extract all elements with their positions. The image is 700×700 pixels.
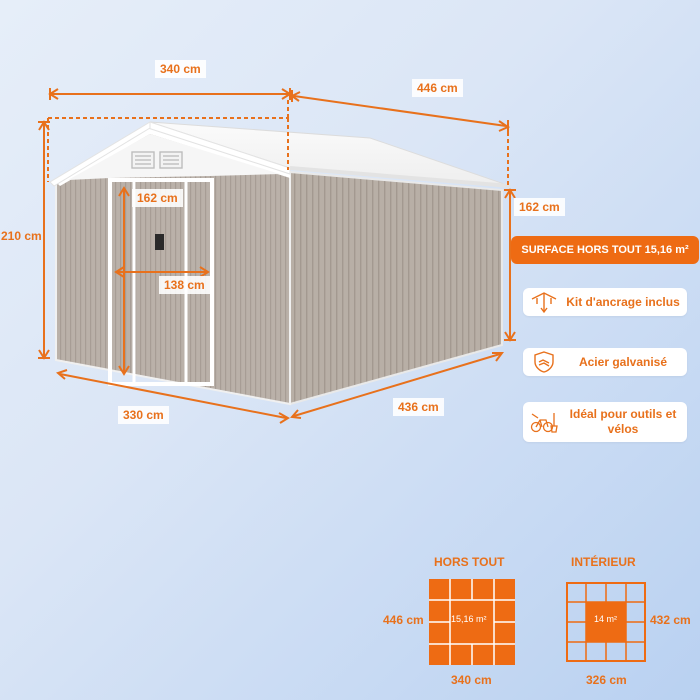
surface-badge: SURFACE HORS TOUT 15,16 m² [511, 236, 699, 264]
dim-door-width: 138 cm [159, 276, 210, 294]
plan-exterior-area: 15,16 m² [451, 614, 487, 624]
plan-interior-depth: 432 cm [650, 613, 691, 627]
dim-side-wall-height: 162 cm [514, 198, 565, 216]
feature-galvanized-steel: Acier galvanisé [523, 348, 687, 376]
plan-interior-diagram [566, 582, 646, 662]
anchor-kit-icon [531, 292, 557, 314]
feature-tools-bikes: Idéal pour outils et vélos [523, 402, 687, 442]
dim-top-depth: 446 cm [412, 79, 463, 97]
dim-base-width: 330 cm [118, 406, 169, 424]
vent-grille [131, 151, 183, 169]
shed-door-frame [108, 178, 214, 386]
feature-anchor-kit: Kit d'ancrage inclus [523, 288, 687, 316]
dim-door-height: 162 cm [132, 189, 183, 207]
shed-side-wall [289, 170, 503, 406]
plan-exterior-title: HORS TOUT [434, 555, 505, 569]
plan-interior-width: 326 cm [586, 673, 627, 687]
dim-base-depth: 436 cm [393, 398, 444, 416]
dim-total-height: 210 cm [1, 229, 42, 243]
galvanized-steel-shield-icon [534, 351, 554, 373]
feature-label: Acier galvanisé [578, 354, 668, 369]
plan-exterior-depth: 446 cm [383, 613, 424, 627]
plan-exterior-diagram [429, 579, 515, 665]
plan-exterior-width: 340 cm [451, 673, 492, 687]
feature-label: Kit d'ancrage inclus [566, 294, 680, 309]
plan-interior-area: 14 m² [594, 614, 618, 624]
dim-top-width: 340 cm [155, 60, 206, 78]
door-handle [155, 234, 164, 250]
feature-label: Idéal pour outils et vélos [569, 407, 677, 436]
plan-interior-title: INTÉRIEUR [571, 555, 636, 569]
bike-and-tools-icon [530, 413, 558, 433]
